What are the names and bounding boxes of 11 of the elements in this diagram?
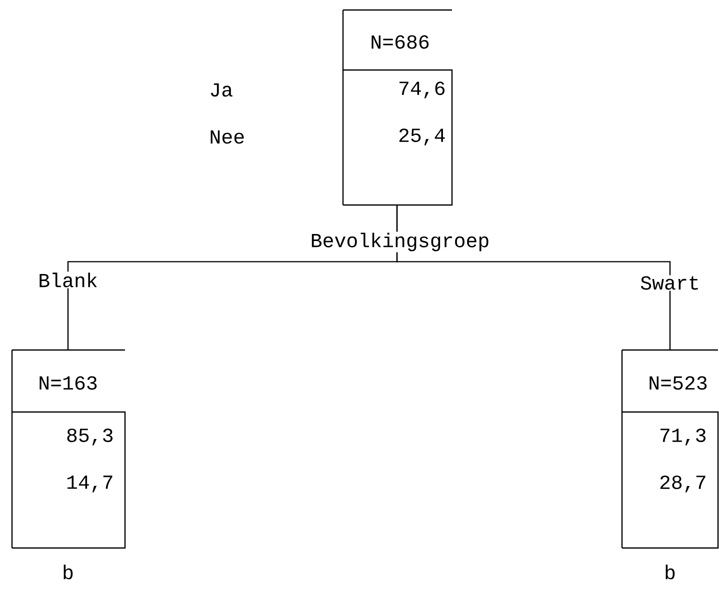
split-variable-label: Bevolkingsgroep [309, 232, 491, 252]
note: b [64, 564, 73, 580]
row-label: Ja [208, 82, 234, 98]
edge-label: Swart [640, 276, 698, 290]
table-box: N=523 71,3 28,7 [621, 349, 719, 549]
edge-label: Blank [40, 272, 97, 288]
tree-branch [396, 204, 671, 350]
table-box: N=686 74,6 25,4 [342, 9, 453, 206]
note: b [666, 564, 675, 580]
row-label: Nee [208, 129, 246, 145]
table-box: N=163 85,3 14,7 [11, 349, 126, 549]
